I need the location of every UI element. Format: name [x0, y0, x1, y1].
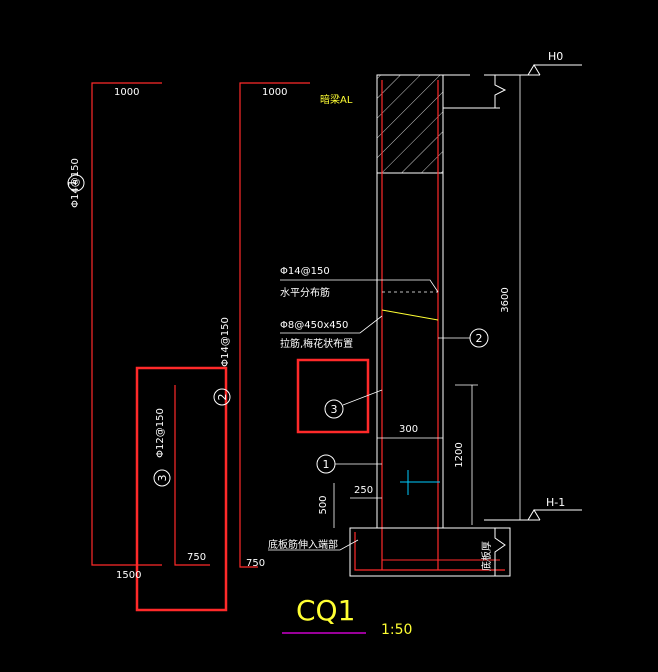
break-line-bottom — [494, 528, 506, 576]
bar-1-length-top: 1000 — [114, 87, 139, 98]
section-callout-3: 3 — [331, 403, 338, 416]
bar-2-spec: Φ14@150 — [220, 317, 231, 367]
tie-spec: Φ8@450x450 — [280, 320, 348, 331]
bar-2-detail: 1000 Φ14@150 2 750 — [213, 82, 310, 569]
section-callout-2: 2 — [476, 332, 483, 345]
slab-label: 底板厚 — [480, 541, 493, 571]
beam-label: 暗梁AL — [320, 93, 353, 106]
break-line-top — [494, 75, 507, 108]
slab-rebar-bottom — [354, 532, 505, 571]
level-top-marker — [527, 64, 541, 76]
level-bottom-marker — [527, 509, 541, 521]
dim-500: 500 — [318, 495, 329, 514]
leader-tie — [280, 315, 383, 334]
bar-3-length-right: 750 — [187, 552, 206, 563]
drawing-scale: 1:50 — [381, 622, 412, 638]
tie-line — [381, 309, 439, 321]
section-callout-2-circle — [469, 328, 489, 348]
bar-3-spec: Φ12@150 — [155, 408, 166, 458]
bar-1-callout-number: 1 — [66, 180, 79, 187]
bar-1-shape — [91, 82, 162, 566]
slab-rebar-top — [381, 540, 500, 561]
bar-3-shape — [174, 385, 210, 566]
section-callout-3-circle — [324, 399, 344, 419]
bar-3-detail: Φ12@150 3 750 1500 — [116, 366, 228, 612]
dim-height: 3600 — [500, 287, 511, 312]
bar-2-shape — [239, 82, 310, 568]
drawing-title: CQ1 — [296, 594, 355, 627]
horizontal-bar-spec: Φ14@150 — [280, 266, 330, 277]
leader-callout-3 — [342, 389, 383, 406]
hidden-beam — [376, 74, 444, 174]
tie-note: 拉筋,梅花状布置 — [280, 337, 353, 350]
dim-width: 300 — [399, 424, 418, 435]
callout-3-highlight-box — [296, 358, 370, 434]
dim-250: 250 — [354, 485, 373, 496]
horizontal-bar-note: 水平分布筋 — [280, 286, 330, 299]
bar-2-length-top: 1000 — [262, 87, 287, 98]
wall-section: 暗梁AL Φ14@150 水平分布筋 Φ8@450x450 拉筋,梅花状布置 2… — [268, 50, 582, 577]
section-callout-1: 1 — [323, 458, 330, 471]
drawing-title-block: CQ1 1:50 — [282, 594, 412, 638]
bottom-slab — [349, 527, 511, 577]
bar-2-callout-number: 2 — [216, 394, 229, 401]
bar-2-callout-circle — [213, 388, 231, 406]
bar-1-spec: Φ14@150 — [70, 158, 81, 208]
bar-1-detail: 1000 Φ14@150 1 — [66, 82, 162, 566]
bar-2-length-bottom: 750 — [246, 558, 265, 569]
leader-horizontal-bar — [280, 279, 439, 293]
bar-3-highlight-box — [135, 366, 228, 612]
leader-anchor — [268, 539, 359, 551]
anchor-note: 底板筋伸入端部 — [268, 538, 338, 551]
bar-1-callout-circle — [67, 174, 85, 192]
level-top: H0 — [548, 50, 563, 63]
bar-3-length-left: 1500 — [116, 570, 141, 581]
level-bottom: H-1 — [546, 496, 565, 509]
bar-3-callout-number: 3 — [156, 475, 169, 482]
dim-lap: 1200 — [454, 442, 465, 467]
bar-3-callout-circle — [153, 469, 171, 487]
